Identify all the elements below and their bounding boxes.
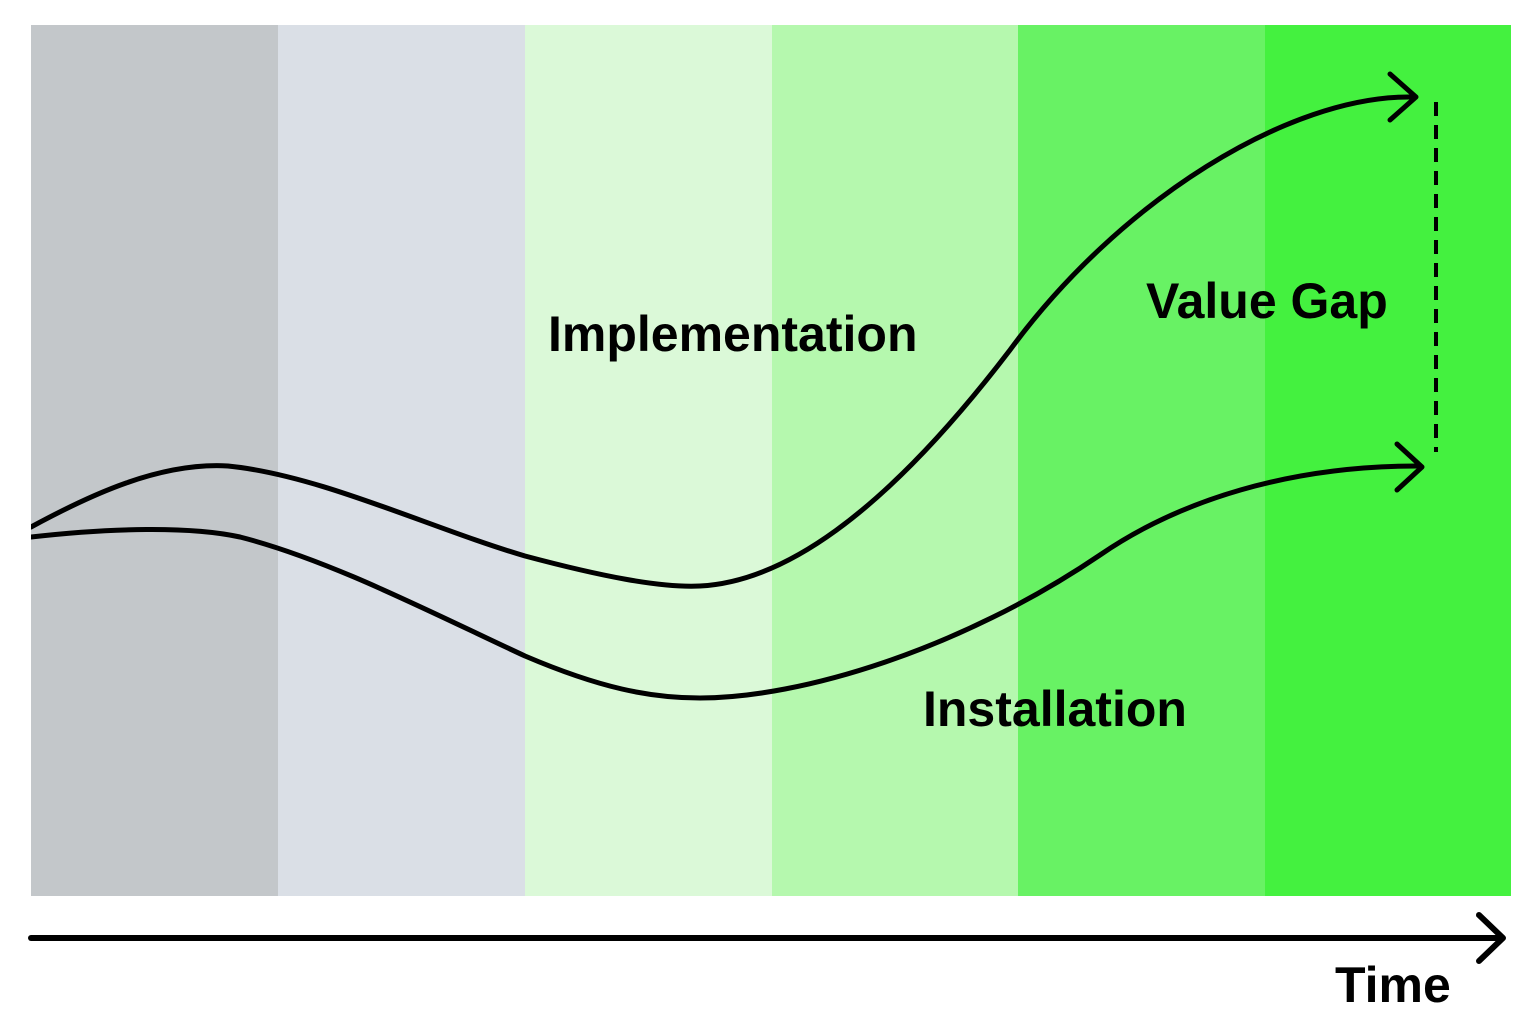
stage-band-3 (525, 25, 773, 896)
stage-band-5 (1018, 25, 1266, 896)
stage-band-1 (31, 25, 279, 896)
time-axis-label: Time (1335, 957, 1451, 1013)
time-axis-arrowhead-icon (1476, 912, 1506, 964)
implementation-label: Implementation (548, 306, 917, 362)
stage-band-2 (278, 25, 526, 896)
stage-bands (31, 25, 1511, 896)
value-gap-label: Value Gap (1146, 273, 1388, 329)
installation-curve (31, 463, 1420, 701)
stage-band-4 (772, 25, 1020, 896)
installation-label: Installation (923, 681, 1187, 737)
stage-band-6 (1265, 25, 1511, 896)
installation-arrowhead-icon (1394, 441, 1425, 493)
implementation-arrowhead-icon (1387, 71, 1419, 123)
implementation-curve (31, 94, 1415, 589)
